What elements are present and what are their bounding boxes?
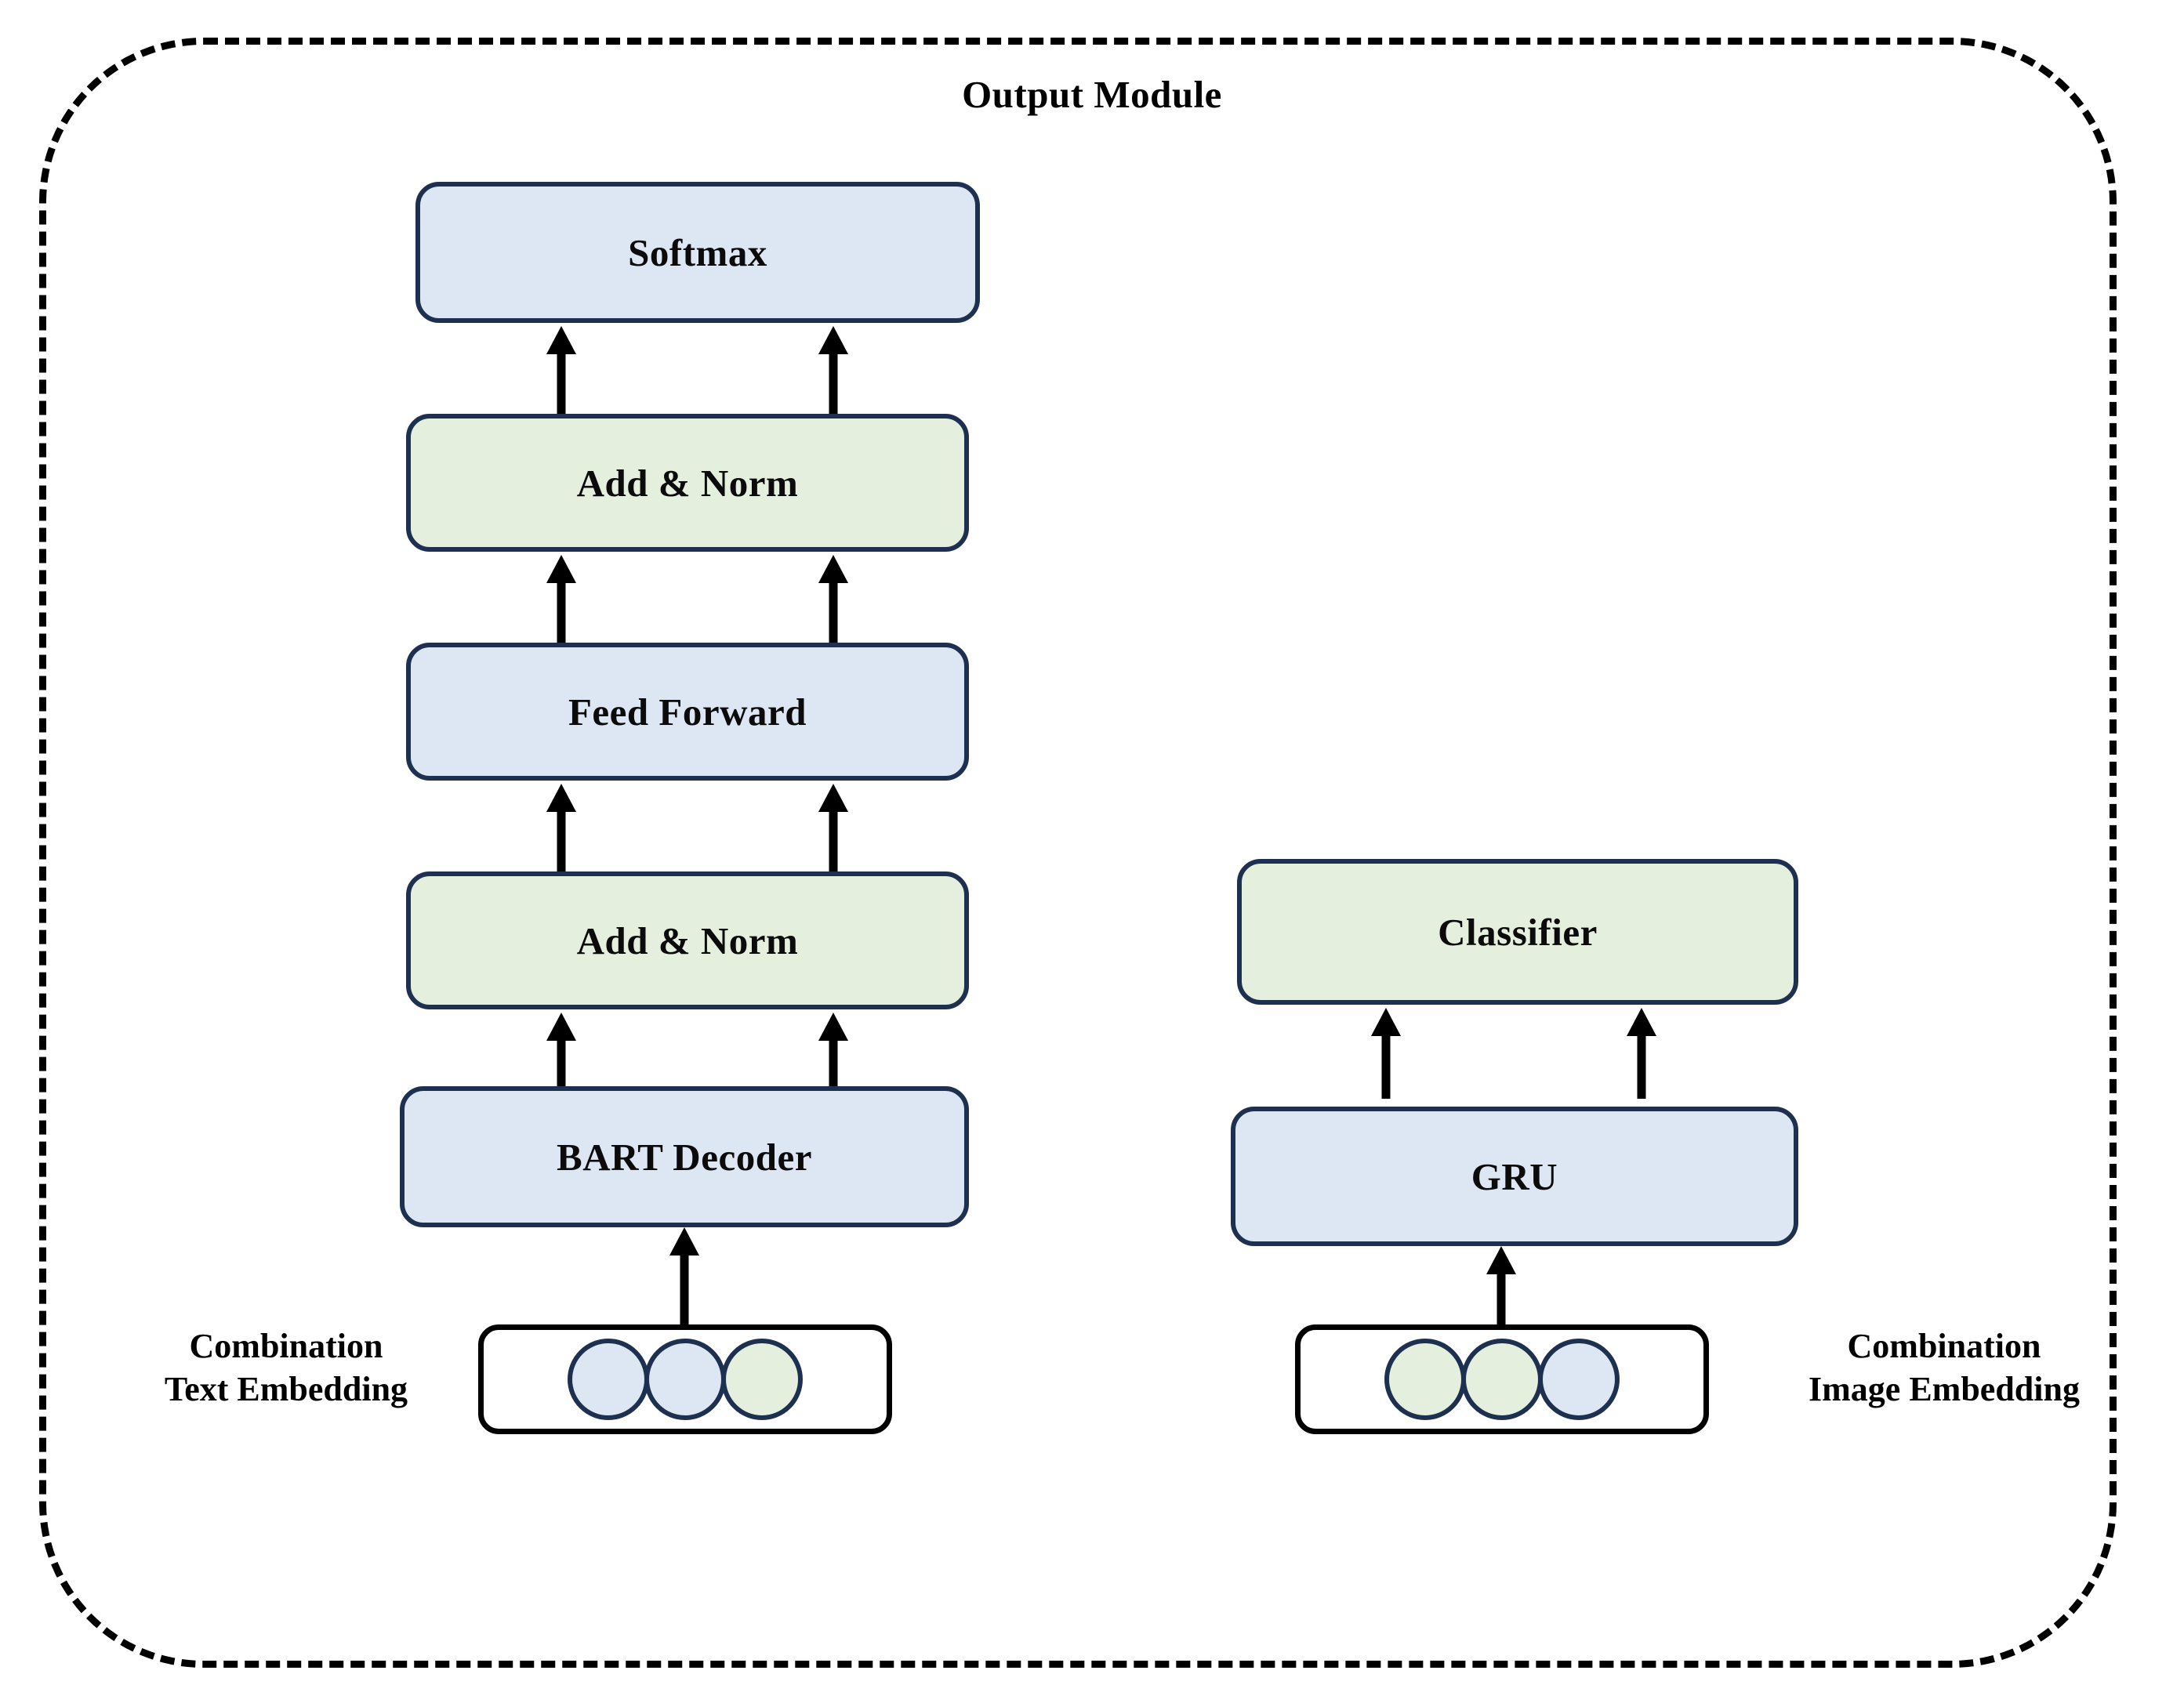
node-feed-forward-label: Feed Forward	[568, 690, 807, 734]
page-title: Output Module	[962, 73, 1222, 116]
combination-image-embedding-label: Combination Image Embedding	[1809, 1327, 2080, 1408]
embedding-dot	[1384, 1339, 1466, 1420]
node-bart-decoder[interactable]: BART Decoder	[400, 1086, 969, 1227]
image-embedding-dots	[1301, 1330, 1703, 1429]
node-add-norm-upper[interactable]: Add & Norm	[406, 414, 969, 552]
node-classifier[interactable]: Classifier	[1237, 859, 1798, 1005]
combination-image-embedding-capsule[interactable]	[1295, 1324, 1709, 1434]
combination-text-embedding-capsule[interactable]	[478, 1324, 892, 1434]
embedding-dot	[1538, 1339, 1620, 1420]
embedding-dot	[1461, 1339, 1543, 1420]
node-add-norm-lower[interactable]: Add & Norm	[406, 871, 969, 1009]
node-gru-label: GRU	[1471, 1154, 1558, 1198]
output-module-boundary	[39, 38, 2117, 1668]
text-embedding-dots	[484, 1330, 887, 1429]
node-feed-forward[interactable]: Feed Forward	[406, 643, 969, 781]
node-gru[interactable]: GRU	[1231, 1107, 1798, 1246]
node-softmax[interactable]: Softmax	[415, 182, 980, 323]
node-softmax-label: Softmax	[628, 230, 767, 274]
embedding-dot	[644, 1339, 726, 1420]
embedding-dot	[721, 1339, 803, 1420]
combination-text-embedding-label: Combination Text Embedding	[164, 1327, 408, 1408]
node-classifier-label: Classifier	[1438, 910, 1598, 954]
node-add-norm-upper-label: Add & Norm	[576, 461, 799, 505]
node-bart-decoder-label: BART Decoder	[557, 1135, 812, 1179]
node-add-norm-lower-label: Add & Norm	[576, 919, 799, 962]
embedding-dot	[568, 1339, 649, 1420]
